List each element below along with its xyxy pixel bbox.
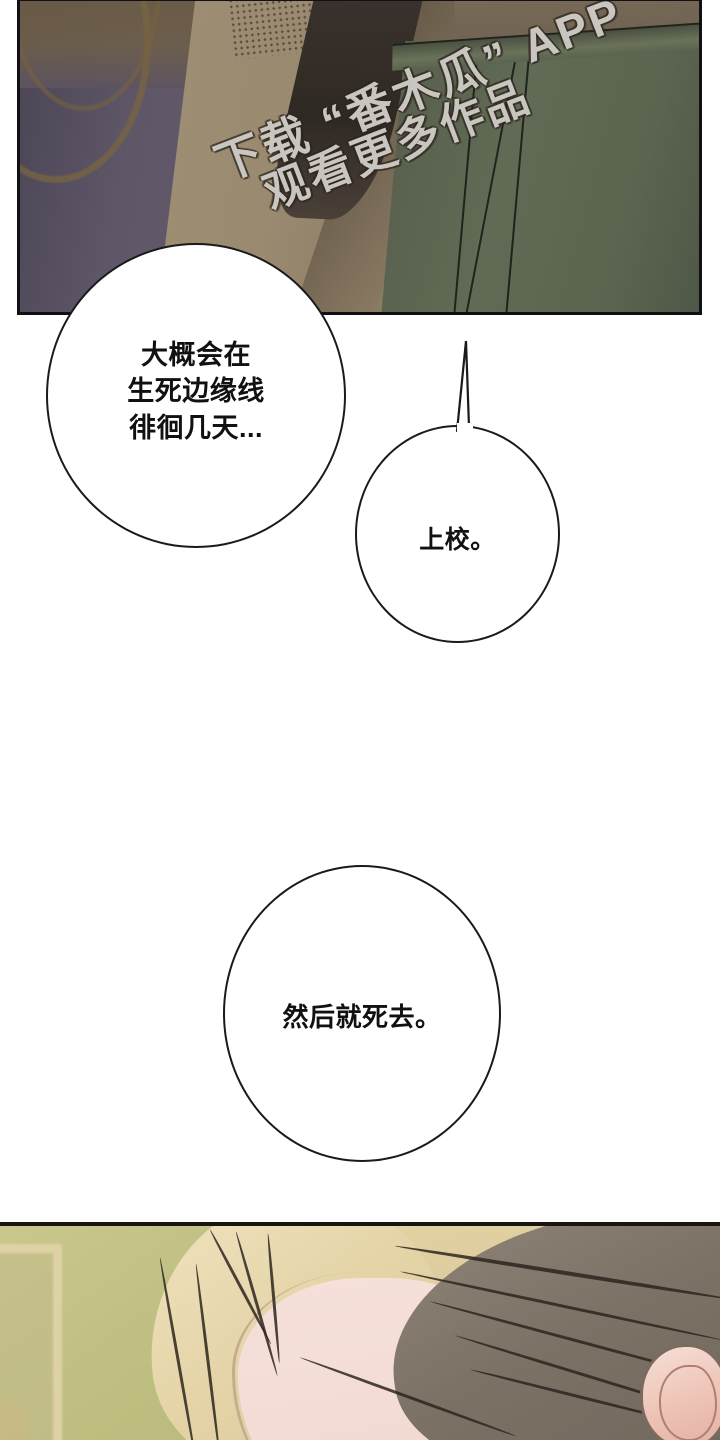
speech-bubble-2: 上校。: [355, 341, 560, 643]
background-picture-frame-contents: [0, 1403, 27, 1440]
speech-bubble-tail-icon: [455, 341, 473, 433]
character-ear-inner: [659, 1365, 717, 1440]
speech-bubble-1-text: 大概会在 生死边缘线 徘徊几天...: [127, 340, 265, 443]
speech-bubble-3: 然后就死去。: [223, 865, 501, 1162]
speech-bubble-2-text: 上校。: [419, 526, 496, 555]
speech-bubble-1: 大概会在 生死边缘线 徘徊几天...: [46, 243, 346, 548]
comic-panel-bottom: [0, 1222, 720, 1440]
character-trousers: [381, 41, 699, 312]
speech-bubble-3-text: 然后就死去。: [282, 1002, 442, 1033]
trouser-seam-left: [452, 41, 480, 312]
character-ear: [640, 1344, 720, 1440]
background-picture-frame: [0, 1244, 62, 1440]
